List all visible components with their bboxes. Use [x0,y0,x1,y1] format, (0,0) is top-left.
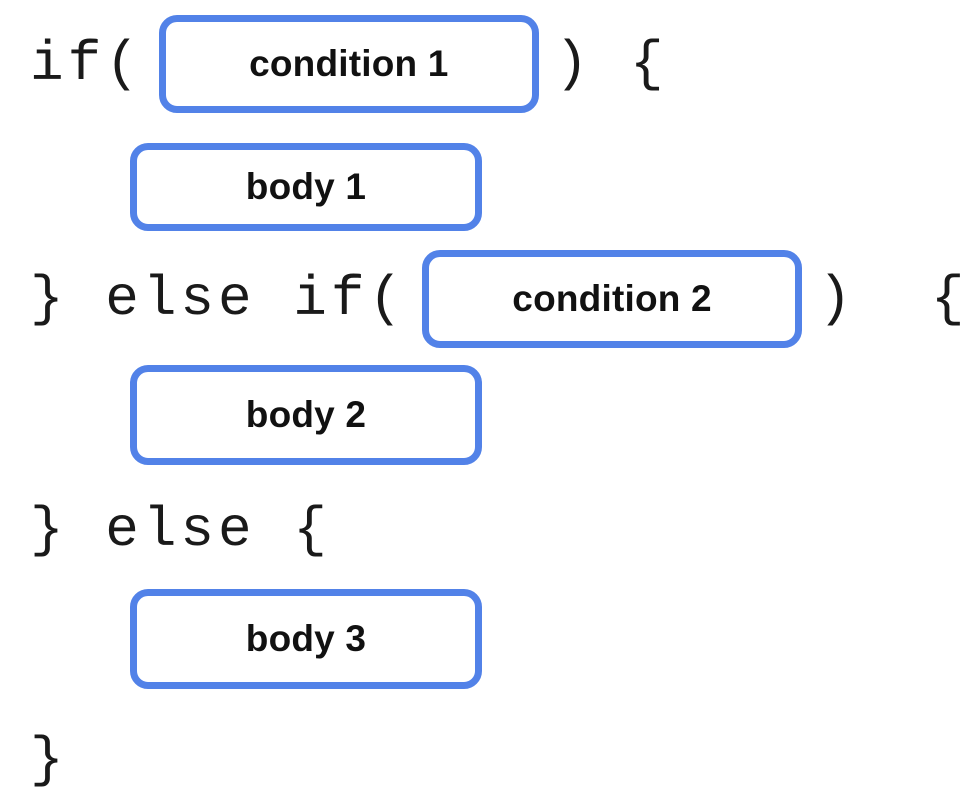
condition-2-slot[interactable]: condition 2 [422,250,803,348]
if-open-token: if( [30,32,143,96]
body-2-label: body 2 [245,393,367,435]
body-1-slot[interactable]: body 1 [130,143,482,231]
else-open-token: } else { [30,498,331,562]
if-close-token: ) { [554,32,668,96]
if-statement-line: if( condition 1 ) { [30,15,668,113]
body-3-label: body 3 [245,617,367,659]
condition-2-label: condition 2 [512,277,712,319]
else-if-statement-line: } else if( condition 2 ) { [30,250,968,348]
condition-1-label: condition 1 [249,42,449,84]
closing-brace-token: } [30,728,68,792]
body-3-slot[interactable]: body 3 [130,589,482,689]
closing-brace-line: } [30,725,68,795]
else-statement-line: } else { [30,500,331,560]
else-if-open-token: } else if( [30,267,407,331]
body-2-slot[interactable]: body 2 [130,365,482,465]
else-if-close-token: ) { [818,267,969,331]
body-1-label: body 1 [245,165,367,207]
condition-1-slot[interactable]: condition 1 [158,15,539,113]
